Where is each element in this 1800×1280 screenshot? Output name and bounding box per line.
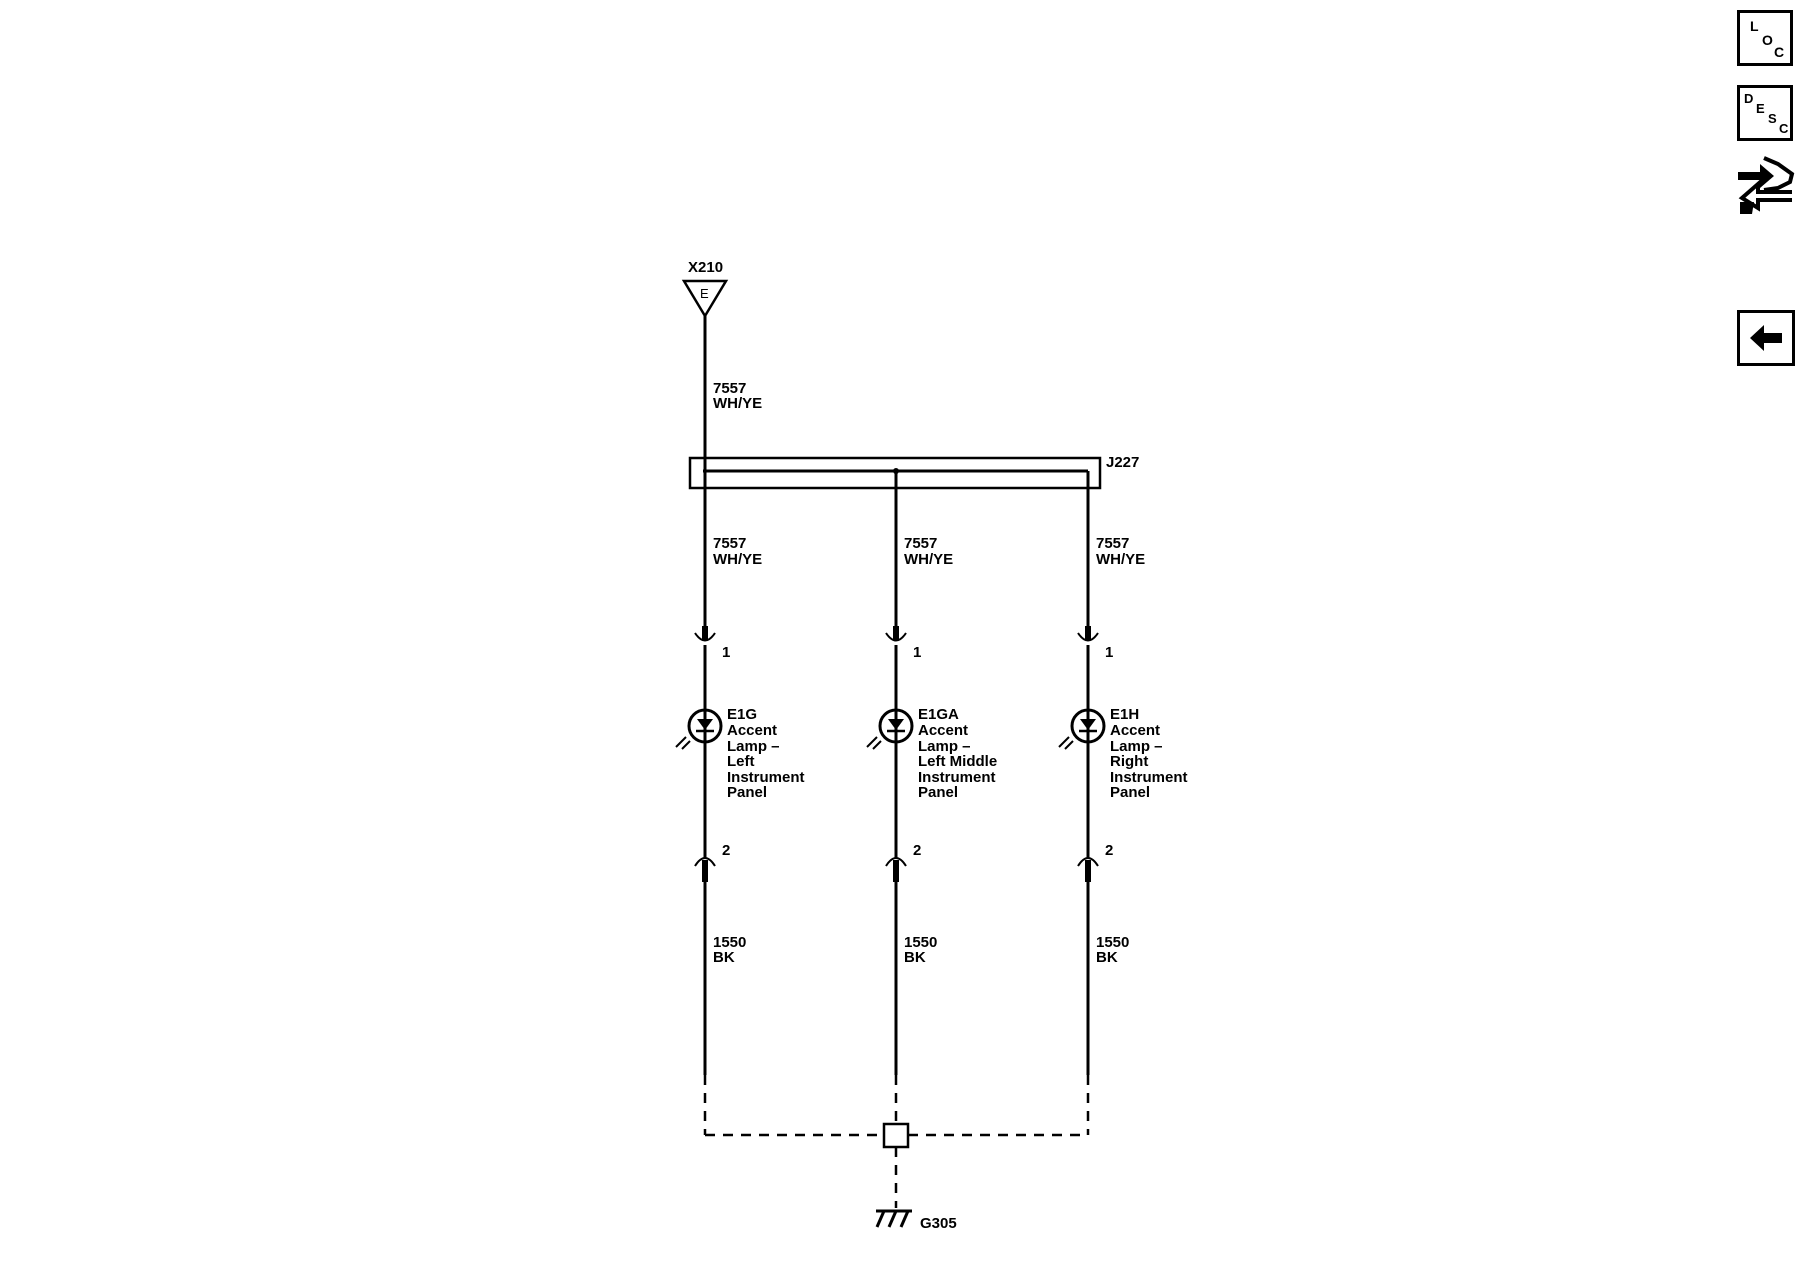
terminal-female-icon: [1077, 857, 1099, 867]
splice-dot: [893, 468, 899, 474]
branch-left: 7557 WH/YE 1 E1G Accent Lamp – Left Inst…: [675, 471, 805, 1075]
component-name-line: Left Middle: [918, 753, 997, 770]
branch-bottom-wire-color: BK: [904, 949, 926, 966]
branch-top-wire-circuit: 7557: [713, 535, 746, 552]
component-name-line: Left: [727, 753, 755, 770]
component-name-line: Instrument: [727, 769, 805, 786]
branch-top-pin: 1: [913, 644, 921, 661]
component-name-line: Right: [1110, 753, 1148, 770]
back-arrow-icon: [1750, 325, 1782, 351]
component-id: E1G: [727, 706, 757, 723]
terminal-pin-icon: [702, 626, 708, 640]
terminal-pin-icon: [893, 626, 899, 640]
component-name-line: Panel: [1110, 784, 1150, 801]
branch-bottom-wire-circuit: 1550: [904, 934, 937, 951]
diode-arrow-icon: [697, 719, 713, 730]
branch-top-wire-circuit: 7557: [904, 535, 937, 552]
component-name-line: Panel: [918, 784, 958, 801]
light-emission-icon: [1058, 736, 1074, 750]
ground-bus: [703, 1075, 1090, 1208]
terminal-female-icon: [1077, 632, 1099, 642]
component-name-line: Panel: [727, 784, 767, 801]
ground-splice-icon: [882, 1122, 910, 1149]
feed-wire-circuit: 7557: [713, 380, 746, 397]
loc-letter: O: [1762, 32, 1773, 48]
branch-bottom-pin: 2: [722, 842, 730, 859]
light-emission-icon: [866, 736, 882, 750]
loc-letter: C: [1774, 44, 1785, 60]
component-name-line: Lamp –: [1110, 738, 1163, 755]
branch-top-wire-color: WH/YE: [904, 551, 953, 568]
component-name-line: Instrument: [918, 769, 996, 786]
component-id: E1H: [1110, 706, 1139, 723]
light-emission-icon: [675, 736, 691, 750]
branch-middle: 7557 WH/YE 1 E1GA Accent Lamp – Left Mid…: [866, 468, 997, 1075]
desc-letter: D: [1744, 91, 1754, 106]
source-connector-pin: E: [700, 286, 709, 301]
diode-arrow-icon: [888, 719, 904, 730]
loc-letter: L: [1750, 18, 1759, 34]
terminal-female-icon: [694, 632, 716, 642]
desc-letter: E: [1756, 101, 1765, 116]
branch-bottom-pin: 2: [913, 842, 921, 859]
source-connector-symbol: [681, 279, 729, 319]
component-name-line: Accent: [918, 722, 968, 739]
junction-block-label: J227: [1106, 454, 1139, 471]
component-id: E1GA: [918, 706, 959, 723]
branch-bottom-pin: 2: [1105, 842, 1113, 859]
branch-top-pin: 1: [722, 644, 730, 661]
feed-wire-color: WH/YE: [713, 395, 762, 412]
source-connector-label: X210: [688, 259, 723, 276]
diode-arrow-icon: [1080, 719, 1096, 730]
connector-end-view-button[interactable]: [1734, 154, 1798, 220]
terminal-female-icon: [694, 857, 716, 867]
branch-bottom-wire-circuit: 1550: [713, 934, 746, 951]
branch-top-wire-color: WH/YE: [713, 551, 762, 568]
back-button[interactable]: [1737, 310, 1795, 366]
desc-letter: C: [1779, 121, 1789, 136]
branch-bottom-wire-color: BK: [713, 949, 735, 966]
terminal-female-icon: [885, 632, 907, 642]
branch-top-wire-circuit: 7557: [1096, 535, 1129, 552]
branch-bottom-wire-circuit: 1550: [1096, 934, 1129, 951]
component-name-line: Accent: [1110, 722, 1160, 739]
branch-top-wire-color: WH/YE: [1096, 551, 1145, 568]
branch-top-pin: 1: [1105, 644, 1113, 661]
description-button[interactable]: D E S C: [1737, 85, 1793, 141]
branch-right: 7557 WH/YE 1 E1H Accent Lamp – Right Ins…: [1058, 471, 1188, 1075]
ground-icon: [875, 1209, 912, 1228]
component-name-line: Instrument: [1110, 769, 1188, 786]
terminal-female-icon: [885, 857, 907, 867]
component-name-line: Lamp –: [918, 738, 971, 755]
component-name-line: Lamp –: [727, 738, 780, 755]
connector-end-view-icon: [1738, 156, 1795, 214]
branch-bottom-wire-color: BK: [1096, 949, 1118, 966]
desc-letter: S: [1768, 111, 1777, 126]
component-name-line: Accent: [727, 722, 777, 739]
ground-label: G305: [920, 1215, 957, 1232]
terminal-pin-icon: [1085, 626, 1091, 640]
location-button[interactable]: L O C: [1737, 10, 1793, 66]
